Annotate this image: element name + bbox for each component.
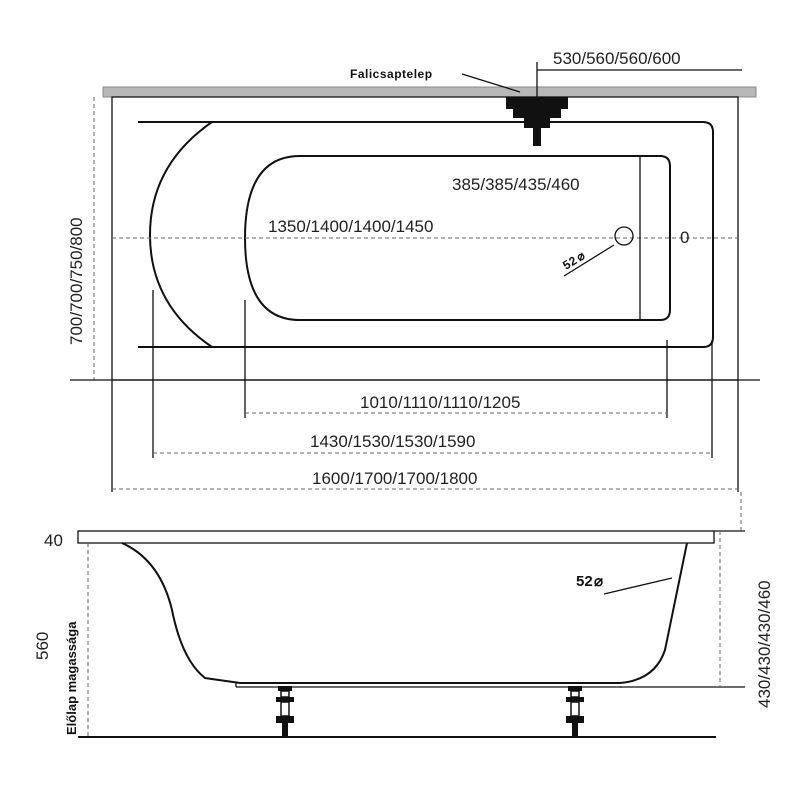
drain-leader xyxy=(563,244,615,277)
rim-thickness-label: 40 xyxy=(44,531,63,550)
side-drain-label: 52 xyxy=(576,573,593,590)
side-body xyxy=(121,542,688,684)
faucet-icon xyxy=(506,97,568,146)
side-rim xyxy=(77,530,715,544)
panel-height-label: 560 xyxy=(33,632,52,660)
width-total-label: 700/700/750/800 xyxy=(67,217,86,345)
drain-label-top: 52 xyxy=(560,253,580,272)
diameter-icon-side: ⌀ xyxy=(594,573,603,590)
mid-length-label: 1430/1530/1530/1590 xyxy=(310,432,475,451)
head-curve xyxy=(148,121,213,348)
faucet-dim-label: 530/560/560/600 xyxy=(553,49,681,68)
leg-left xyxy=(276,686,294,737)
drain-circle xyxy=(614,226,634,246)
bottom-length-label: 1010/1110/1110/1205 xyxy=(360,393,520,412)
total-length-label: 1600/1700/1700/1800 xyxy=(312,469,477,488)
panel-height-caption: Előlap magassága xyxy=(64,621,79,735)
plan-view: 0 52 ⌀ Falicsaptelep 530/560/560/600 700… xyxy=(67,49,760,492)
faucet-leader xyxy=(461,73,521,93)
depth-dims-label: 430/430/430/460 xyxy=(755,580,774,708)
wall-strip xyxy=(102,86,757,98)
shell-outline xyxy=(138,121,714,348)
side-view: 52 ⌀ 40 560 Előlap magasság xyxy=(33,492,774,738)
side-drain-leader xyxy=(603,577,673,595)
inner-width-label: 385/385/435/460 xyxy=(452,175,580,194)
overflow-mark: 0 xyxy=(680,228,689,247)
leg-right xyxy=(566,686,584,737)
basin-bottom xyxy=(243,155,671,321)
faucet-label: Falicsaptelep xyxy=(350,67,433,81)
inner-length-label: 1350/1400/1400/1450 xyxy=(268,217,433,236)
